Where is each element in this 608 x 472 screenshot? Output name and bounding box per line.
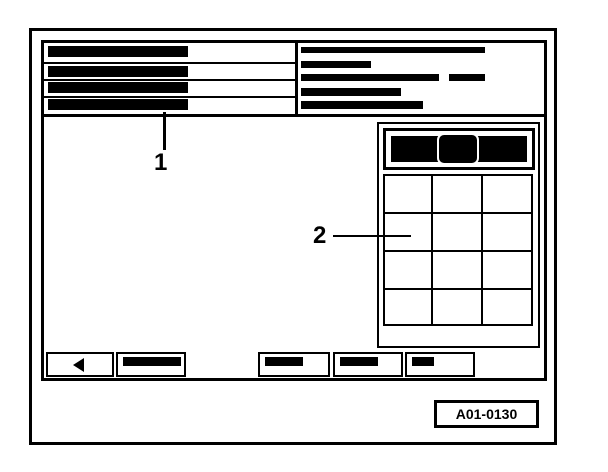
keypad-key[interactable] bbox=[481, 288, 533, 326]
left-triangle-icon bbox=[73, 358, 84, 372]
keypad-key[interactable] bbox=[383, 288, 433, 326]
softkey-button[interactable] bbox=[333, 352, 403, 377]
keypad-key[interactable] bbox=[383, 250, 433, 290]
header-line-bar bbox=[48, 99, 188, 110]
header-rule bbox=[44, 62, 295, 64]
keypad-key[interactable] bbox=[481, 212, 533, 252]
keypad-display bbox=[383, 128, 535, 170]
device-frame bbox=[29, 28, 557, 445]
keypad-key[interactable] bbox=[481, 174, 533, 214]
keypad-key[interactable] bbox=[481, 250, 533, 290]
callout-1-leader bbox=[163, 112, 166, 150]
header-line-bar bbox=[301, 101, 423, 109]
keypad-display-window bbox=[437, 133, 479, 165]
header-line-bar bbox=[48, 82, 188, 93]
header-column-divider bbox=[295, 43, 298, 115]
softkey-button[interactable] bbox=[405, 352, 475, 377]
header-line-bar bbox=[301, 47, 485, 53]
keypad-key[interactable] bbox=[431, 174, 483, 214]
figure-code-label: A01-0130 bbox=[434, 400, 539, 428]
header-line-bar bbox=[449, 74, 485, 81]
keypad-key[interactable] bbox=[383, 174, 433, 214]
keypad-key[interactable] bbox=[431, 250, 483, 290]
softkey-button[interactable] bbox=[116, 352, 186, 377]
header-rule bbox=[44, 79, 295, 81]
header-line-bar bbox=[48, 46, 188, 57]
header-rule bbox=[44, 96, 295, 98]
display-screen bbox=[41, 40, 547, 381]
header-bottom-border bbox=[44, 114, 544, 117]
header-line-bar bbox=[48, 66, 188, 77]
keypad-key[interactable] bbox=[383, 212, 433, 252]
back-button[interactable] bbox=[46, 352, 114, 377]
softkey-button[interactable] bbox=[258, 352, 330, 377]
keypad-key[interactable] bbox=[431, 288, 483, 326]
callout-1-label: 1 bbox=[154, 149, 168, 176]
keypad-key[interactable] bbox=[431, 212, 483, 252]
header-line-bar bbox=[301, 74, 439, 81]
callout-2-label: 2 bbox=[313, 222, 327, 249]
header-line-bar bbox=[301, 88, 401, 96]
callout-2-leader bbox=[333, 235, 411, 237]
header-line-bar bbox=[301, 61, 371, 68]
